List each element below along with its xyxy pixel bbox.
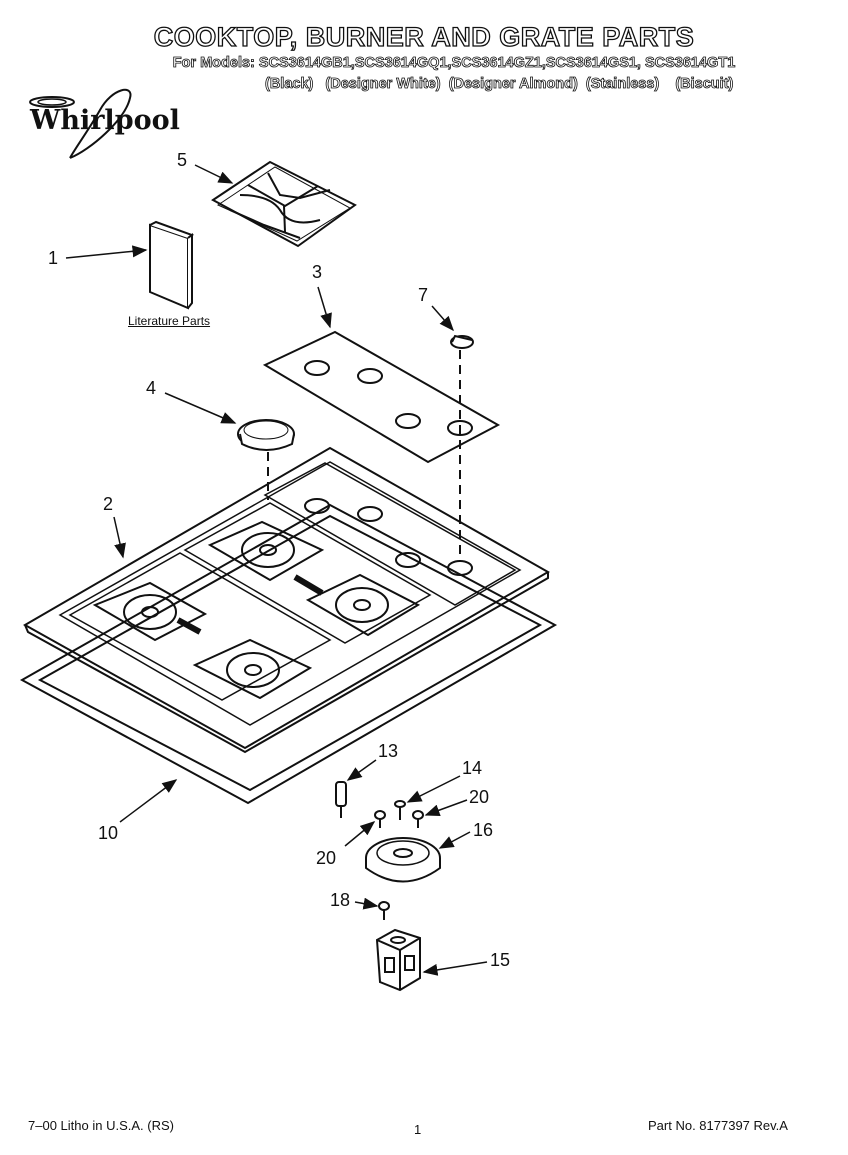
callout-1: 1	[48, 248, 59, 268]
screw-part-18	[378, 901, 390, 920]
model-numbers: For Models: SCS3614GB1,SCS3614GQ1,SCS361…	[172, 55, 736, 72]
screw-part-20-left	[374, 810, 386, 828]
callout-leaders	[65, 164, 488, 976]
callout-5: 5	[177, 150, 188, 170]
callout-15: 15	[490, 950, 511, 970]
assembly-dashed-lines	[267, 350, 461, 562]
part-number: Part No. 8177397 Rev.A	[648, 1118, 788, 1133]
whirlpool-logo-icon	[29, 88, 132, 159]
knob-part-7	[450, 334, 474, 349]
screw-part-14	[394, 800, 406, 820]
callout-2: 2	[103, 494, 114, 514]
callout-20-left: 20	[316, 848, 337, 868]
page-number: 1	[414, 1122, 422, 1137]
burner-base-part-16	[365, 837, 441, 883]
callout-20-right: 20	[469, 787, 490, 807]
screw-part-20-right	[412, 810, 424, 828]
callout-14: 14	[462, 758, 483, 778]
cooktop-part-2	[22, 446, 551, 754]
callout-16: 16	[473, 820, 494, 840]
callout-18: 18	[330, 890, 351, 910]
electrode-part-13	[335, 781, 347, 818]
burner-cap-part-4	[237, 419, 295, 451]
footer-litho: 7–00 Litho in U.S.A. (RS)	[28, 1118, 174, 1133]
callout-4: 4	[146, 378, 157, 398]
literature-parts-label: Literature Parts	[128, 314, 211, 328]
callout-10: 10	[98, 823, 119, 843]
callout-13: 13	[378, 741, 399, 761]
literature-part-1	[149, 220, 195, 310]
brand-logo: Whirlpool	[30, 105, 180, 136]
grate-part-5	[211, 160, 357, 248]
model-colors: (Black) (Designer White) (Designer Almon…	[265, 76, 734, 93]
gasket-part-10	[19, 503, 558, 805]
control-panel-part-3	[262, 330, 501, 464]
valve-part-15	[375, 928, 421, 992]
callout-3: 3	[312, 262, 323, 282]
callout-7: 7	[418, 285, 429, 305]
page-title: COOKTOP, BURNER AND GRATE PARTS	[153, 21, 695, 52]
